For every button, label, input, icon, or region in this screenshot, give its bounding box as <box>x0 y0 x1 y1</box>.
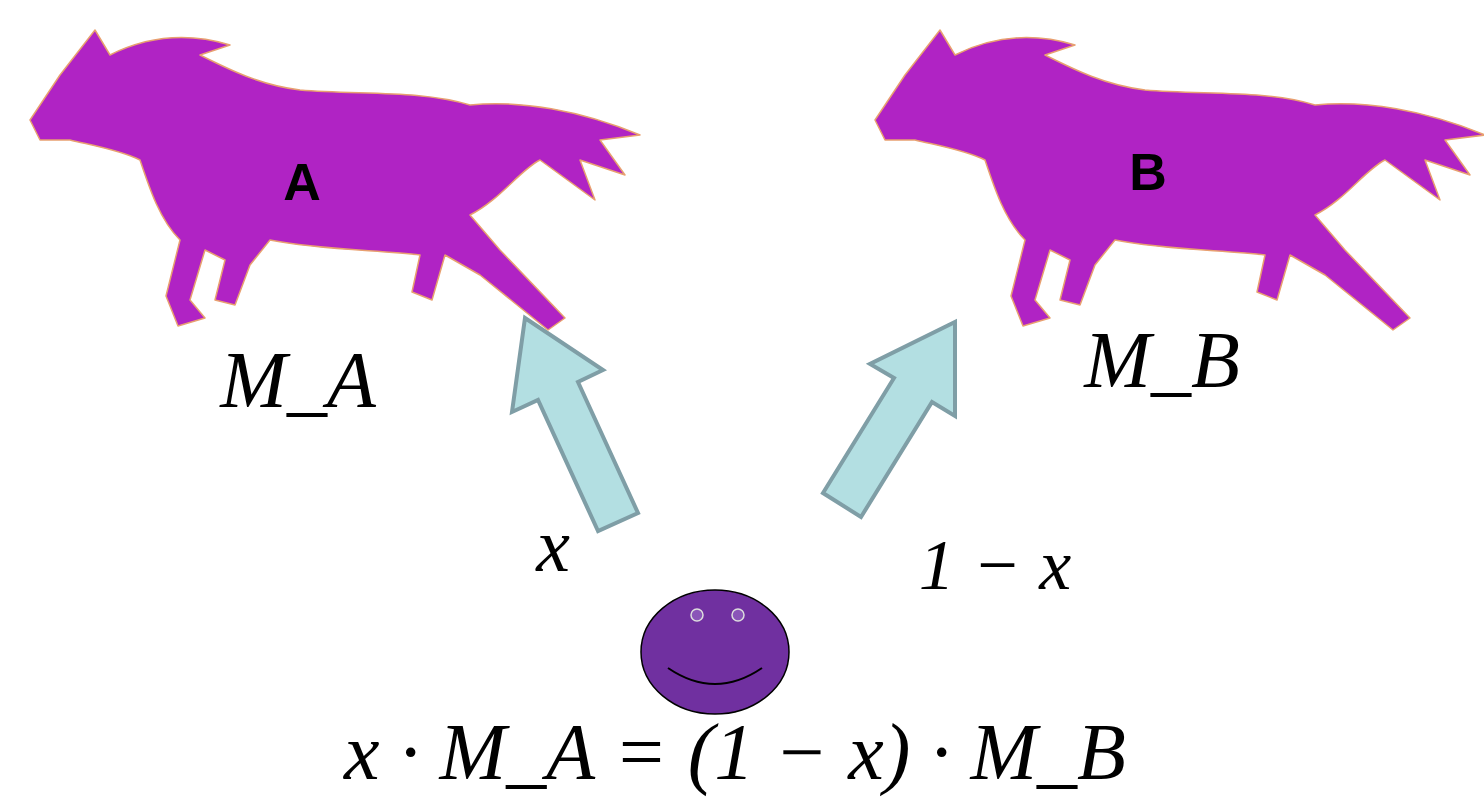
horse-silhouette <box>865 20 1484 340</box>
smiley-eye <box>732 609 744 621</box>
horse-shape <box>30 30 640 330</box>
mass-label: M_A <box>220 340 376 420</box>
horse-letter: B <box>1129 146 1167 198</box>
horse-letter: A <box>283 156 321 208</box>
horse-figure: BM_B <box>865 20 1484 340</box>
fraction-label: x <box>536 507 570 583</box>
horse-figure: AM_A <box>20 20 640 340</box>
smiley-mouth <box>668 668 762 684</box>
block-arrow <box>823 322 955 517</box>
horse-silhouette <box>20 20 640 340</box>
block-arrow <box>512 318 638 531</box>
balance-equation: x · M_A = (1 − x) · M_B <box>344 712 1126 792</box>
fraction-label: 1 − x <box>919 529 1072 601</box>
smiley-eye <box>691 609 703 621</box>
horse-shape <box>875 30 1484 330</box>
mass-label: M_B <box>1084 320 1240 400</box>
smiley-face <box>641 590 789 714</box>
